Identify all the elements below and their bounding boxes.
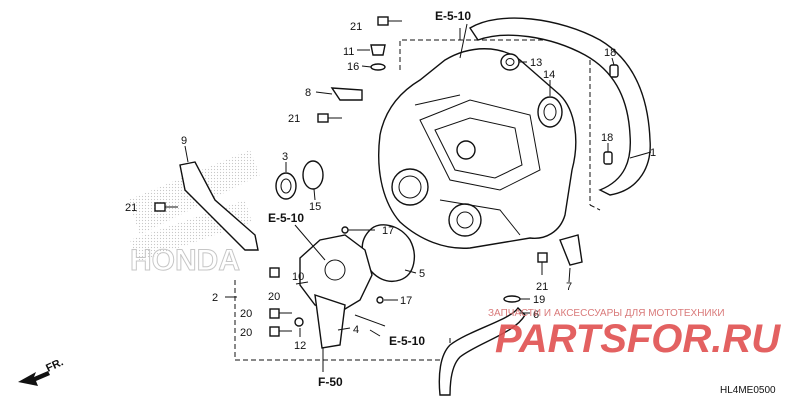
callout-20-mid: 20 — [240, 308, 252, 320]
dowel-pin-18-top — [609, 64, 619, 78]
washer-12 — [294, 317, 304, 327]
leader-lines — [184, 23, 652, 372]
callout-6: 6 — [533, 309, 539, 321]
rear-crankcase-cover — [378, 48, 577, 249]
bolt-20-mid — [269, 308, 292, 319]
bracket-9 — [179, 161, 259, 251]
callout-11: 11 — [343, 46, 354, 58]
callout-7: 7 — [566, 281, 572, 293]
bracket-7 — [559, 234, 583, 266]
hose-6 — [438, 306, 526, 396]
reference-e-5-10-bottom: E-5-10 — [389, 334, 425, 348]
callout-21-mid: 21 — [288, 113, 300, 125]
bolt-21-right — [537, 252, 548, 275]
callout-13: 13 — [530, 57, 542, 69]
water-pump-cover-10 — [299, 234, 373, 349]
callout-8: 8 — [305, 87, 311, 99]
front-marker-label: FR. — [44, 356, 65, 374]
arrow-e-5-10-bottom — [369, 329, 381, 337]
diagram-code: HL4ME0500 — [720, 385, 776, 396]
bolt-20-bottom — [269, 326, 292, 337]
callout-10: 10 — [292, 271, 304, 283]
callout-labels: 1 2 3 4 5 6 7 8 9 10 11 12 13 14 15 16 1… — [125, 21, 656, 352]
callout-19: 19 — [533, 294, 545, 306]
clamp-19 — [503, 295, 521, 303]
bolt-21-left — [154, 202, 178, 212]
callout-20-bottom: 20 — [240, 327, 252, 339]
callout-4: 4 — [353, 324, 359, 336]
reference-e-5-10-left: E-5-10 — [268, 211, 304, 225]
callout-1: 1 — [650, 147, 656, 159]
assembly-boundary-right — [589, 204, 601, 211]
watermark-brand: PARTSFOR.RU — [495, 317, 781, 361]
callout-12: 12 — [294, 340, 306, 352]
callout-18-top: 18 — [604, 47, 616, 59]
o-ring-17-top — [341, 226, 349, 234]
callout-3: 3 — [282, 151, 288, 163]
callout-17-bottom: 17 — [400, 295, 412, 307]
callout-21-right: 21 — [536, 281, 548, 293]
honda-logo-text: HONDA — [130, 244, 240, 277]
callout-16: 16 — [347, 61, 359, 73]
cap-11 — [370, 44, 386, 56]
callout-5: 5 — [419, 268, 425, 280]
callout-14: 14 — [543, 69, 555, 81]
callout-17-top: 17 — [382, 225, 394, 237]
bolt-21-mid — [317, 113, 342, 123]
callout-21-top: 21 — [350, 21, 362, 33]
plug-3 — [275, 172, 297, 200]
callout-18-right: 18 — [601, 132, 613, 144]
assembly-boundary-top — [399, 39, 591, 205]
bolt-20-top — [269, 267, 280, 278]
oil-seal-13 — [500, 53, 520, 71]
callout-21-left: 21 — [125, 202, 137, 214]
bracket-8 — [330, 87, 363, 101]
oil-seal-14 — [537, 96, 563, 128]
hose-joint-4 — [314, 293, 346, 349]
dowel-pin-18-right — [603, 151, 613, 165]
o-ring-17-bottom — [376, 296, 384, 304]
o-ring-15 — [302, 160, 324, 190]
watermark-tagline: ЗАПЧАСТИ И АКСЕССУАРЫ ДЛЯ МОТОТЕХНИКИ — [488, 308, 725, 319]
o-ring-16 — [370, 63, 386, 71]
bolt-21-top — [377, 16, 402, 26]
callout-2: 2 — [212, 292, 218, 304]
callout-9: 9 — [181, 135, 187, 147]
reference-f-50: F-50 — [318, 375, 343, 389]
reference-e-5-10-top: E-5-10 — [435, 9, 471, 23]
callout-15: 15 — [309, 201, 321, 213]
callout-20-top: 20 — [268, 291, 280, 303]
gasket-1 — [469, 17, 651, 196]
front-direction-marker: FR. — [18, 356, 65, 386]
